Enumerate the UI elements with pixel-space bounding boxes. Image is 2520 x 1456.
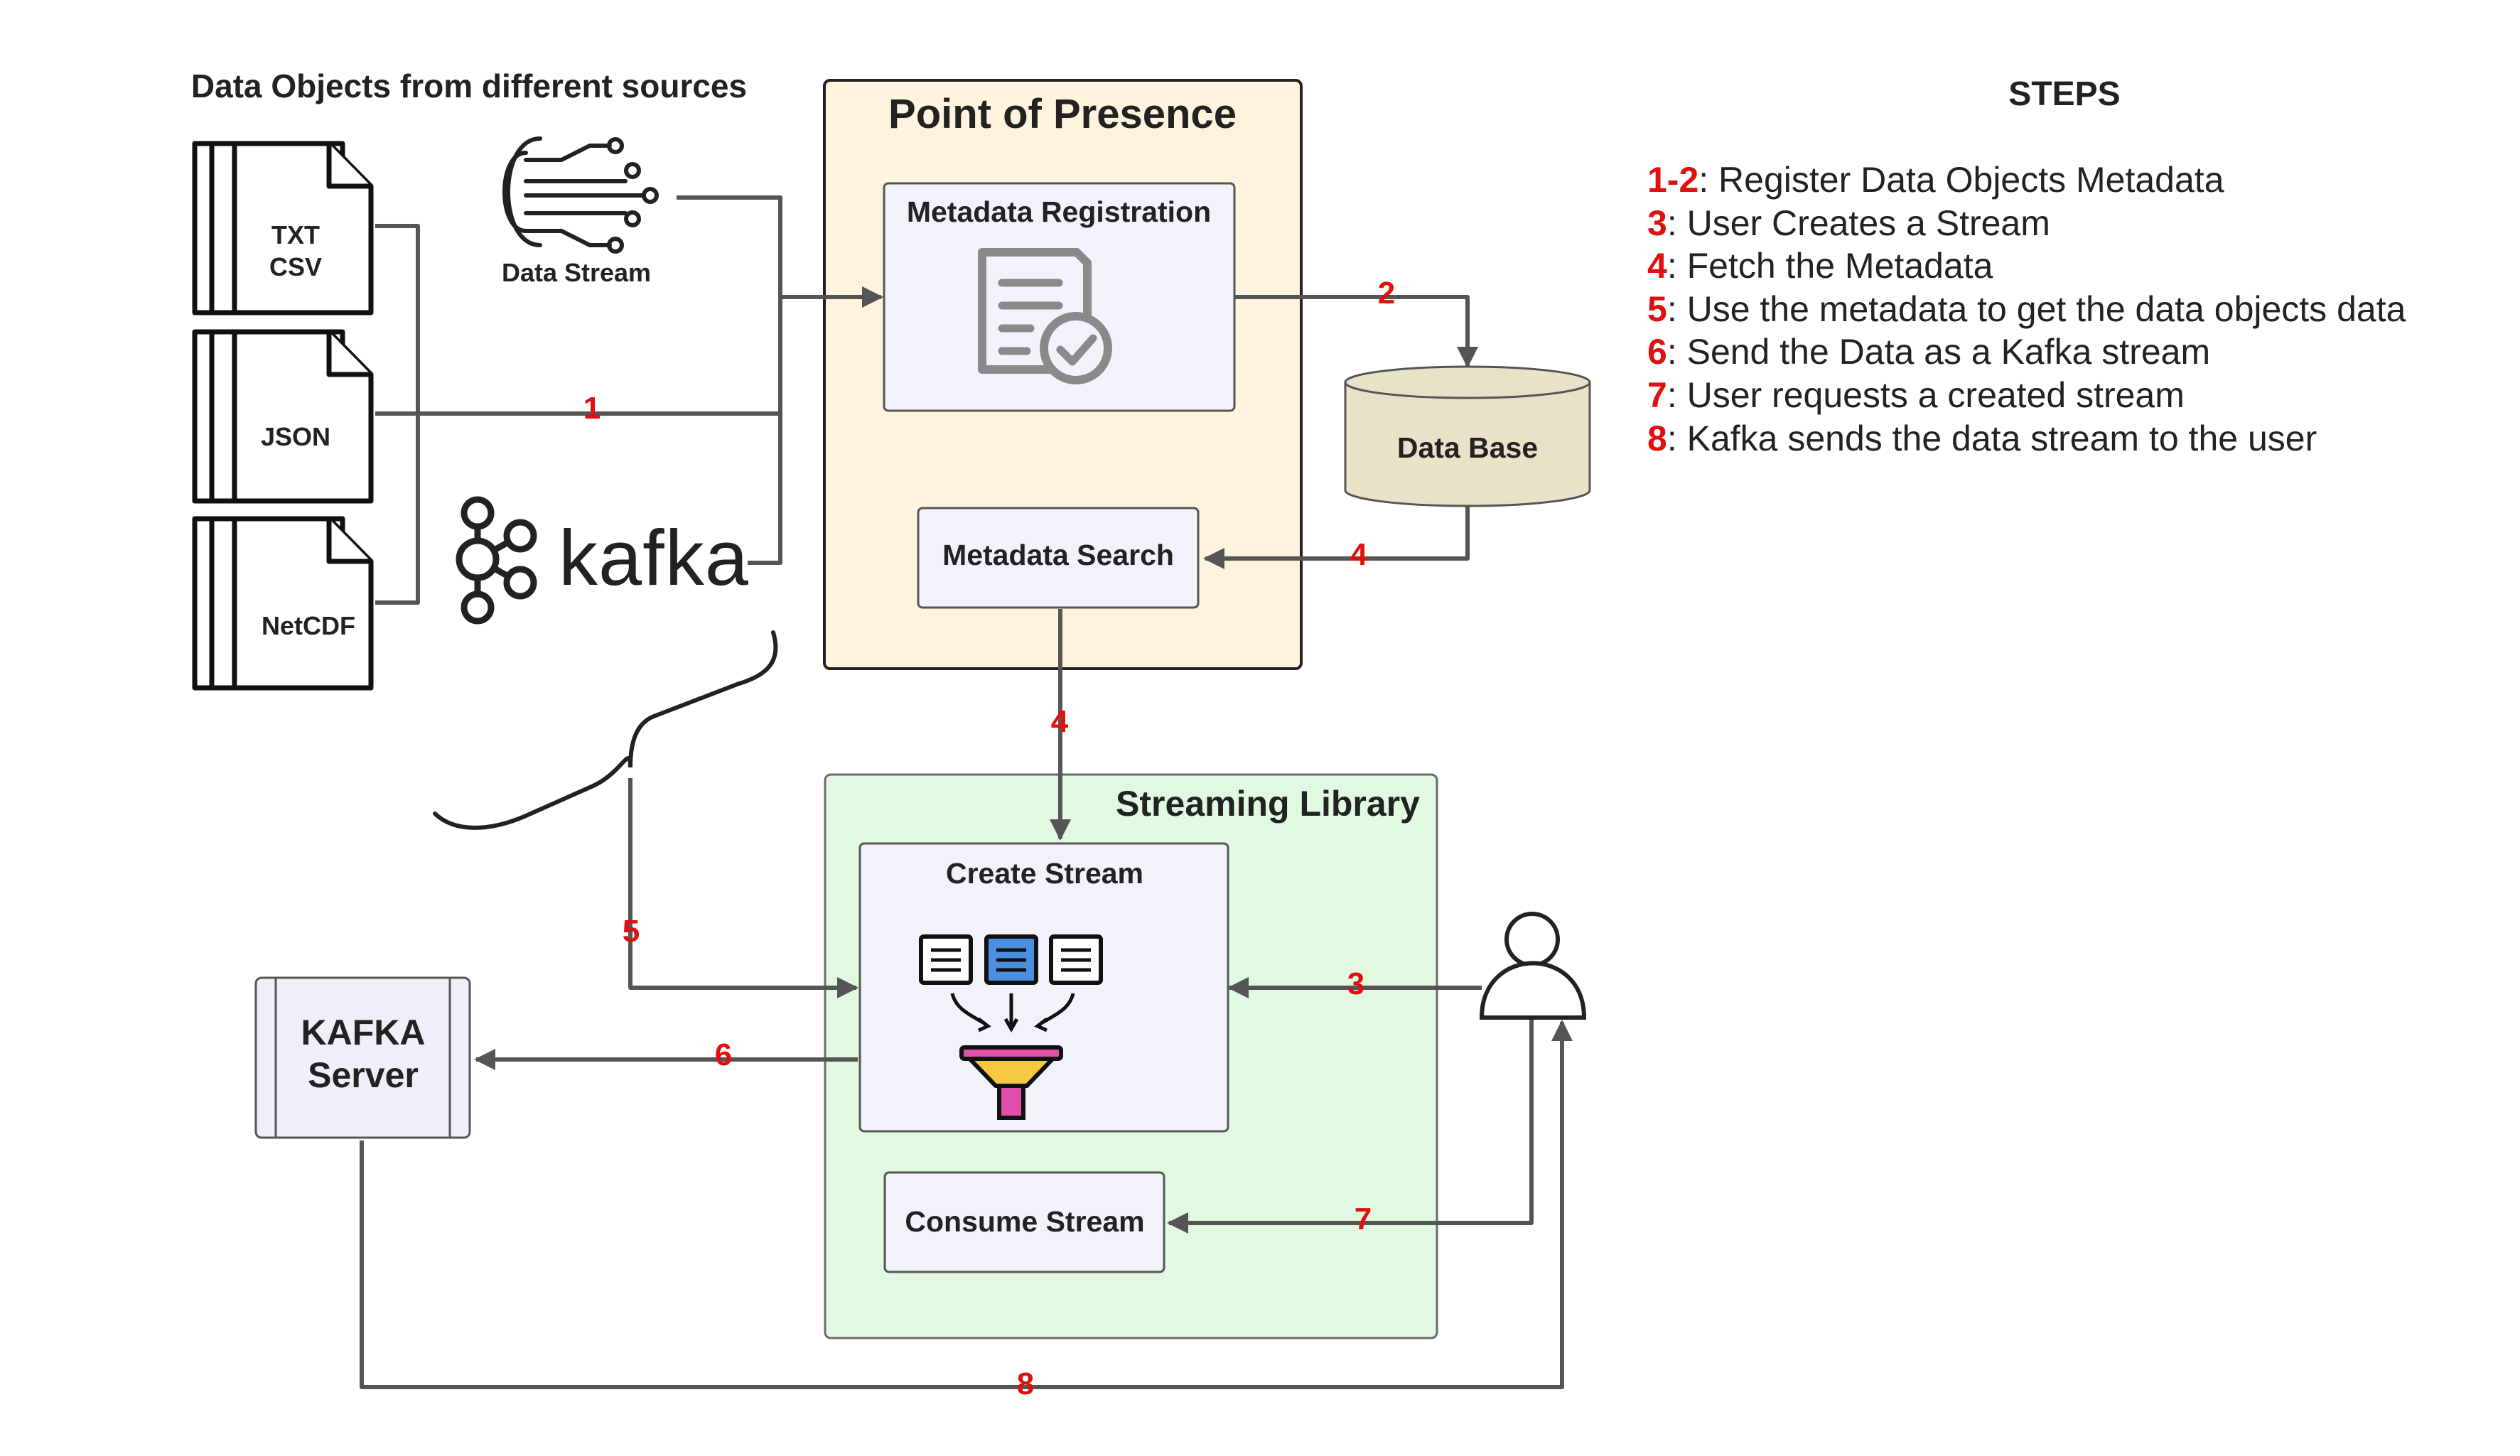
netcdf-label: NetCDF bbox=[262, 611, 355, 640]
edge-label-4b: 4 bbox=[1051, 704, 1069, 739]
edge-label-6: 6 bbox=[715, 1037, 732, 1072]
kafka-server-label-1: KAFKA bbox=[301, 1013, 426, 1052]
kafka-logo-text: kafka bbox=[559, 514, 749, 602]
data-stream-label: Data Stream bbox=[502, 258, 651, 287]
create-stream-box[interactable] bbox=[858, 842, 1229, 1133]
step-item: 6: Send the Data as a Kafka stream bbox=[1647, 332, 2210, 372]
edge-label-2: 2 bbox=[1378, 276, 1395, 311]
pop-title: Point of Presence bbox=[888, 91, 1237, 137]
file-icon-json bbox=[192, 329, 374, 504]
metadata-search-box[interactable] bbox=[917, 507, 1200, 609]
sources-title: Data Objects from different sources bbox=[191, 68, 747, 104]
edge-4-db-search bbox=[1203, 505, 1470, 569]
consume-stream-label: Consume Stream bbox=[905, 1205, 1144, 1238]
metadata-search-label: Metadata Search bbox=[942, 539, 1174, 571]
step-item: 7: User requests a created stream bbox=[1647, 375, 2185, 415]
json-label: JSON bbox=[261, 422, 330, 451]
txt-connector bbox=[375, 224, 420, 414]
step-item: 5: Use the metadata to get the data obje… bbox=[1647, 289, 2406, 329]
txt-label: TXT bbox=[271, 220, 320, 249]
database-label: Data Base bbox=[1397, 431, 1538, 464]
metadata-registration-label: Metadata Registration bbox=[907, 195, 1211, 228]
step-item: 8: Kafka sends the data stream to the us… bbox=[1647, 419, 2317, 458]
edge-label-5: 5 bbox=[623, 914, 640, 949]
consume-stream-box[interactable] bbox=[883, 1171, 1165, 1273]
metadata-registration-box[interactable] bbox=[883, 182, 1236, 412]
csv-label: CSV bbox=[269, 252, 322, 281]
connectors bbox=[360, 195, 1573, 1389]
form-check-icon bbox=[978, 248, 1112, 384]
edge-label-8: 8 bbox=[1017, 1366, 1034, 1401]
create-stream-label: Create Stream bbox=[946, 857, 1143, 890]
brace-symbol bbox=[433, 630, 778, 830]
edge-8 bbox=[360, 1020, 1573, 1389]
edge-label-1: 1 bbox=[583, 391, 601, 426]
data-stream-connector bbox=[677, 195, 782, 414]
database-cylinder bbox=[1344, 365, 1591, 507]
steps-list: 1-2: Register Data Objects Metadata 3: U… bbox=[1647, 160, 2406, 458]
user-icon bbox=[1479, 912, 1587, 1020]
step-item: 3: User Creates a Stream bbox=[1647, 203, 2050, 243]
data-stream-icon bbox=[502, 136, 659, 254]
streaming-title: Streaming Library bbox=[1116, 784, 1420, 824]
steps-title: STEPS bbox=[2008, 75, 2120, 113]
edge-label-3: 3 bbox=[1347, 966, 1364, 1001]
netcdf-connector bbox=[375, 414, 420, 605]
edge-7 bbox=[1167, 1018, 1534, 1234]
step-item: 4: Fetch the Metadata bbox=[1647, 246, 1993, 286]
stream-merge-icon bbox=[919, 934, 1103, 1120]
edge-label-4a: 4 bbox=[1350, 537, 1368, 572]
step-item: 1-2: Register Data Objects Metadata bbox=[1647, 160, 2224, 200]
kafka-source-connector bbox=[748, 414, 782, 565]
edge-label-7: 7 bbox=[1355, 1202, 1372, 1236]
kafka-server-box[interactable] bbox=[254, 976, 471, 1139]
edge-5 bbox=[628, 778, 858, 998]
edge-2 bbox=[1235, 295, 1478, 368]
kafka-logo-icon bbox=[456, 496, 537, 625]
file-icon-txt bbox=[192, 141, 374, 316]
file-icon-netcdf bbox=[192, 516, 374, 691]
kafka-server-label-2: Server bbox=[308, 1055, 419, 1095]
